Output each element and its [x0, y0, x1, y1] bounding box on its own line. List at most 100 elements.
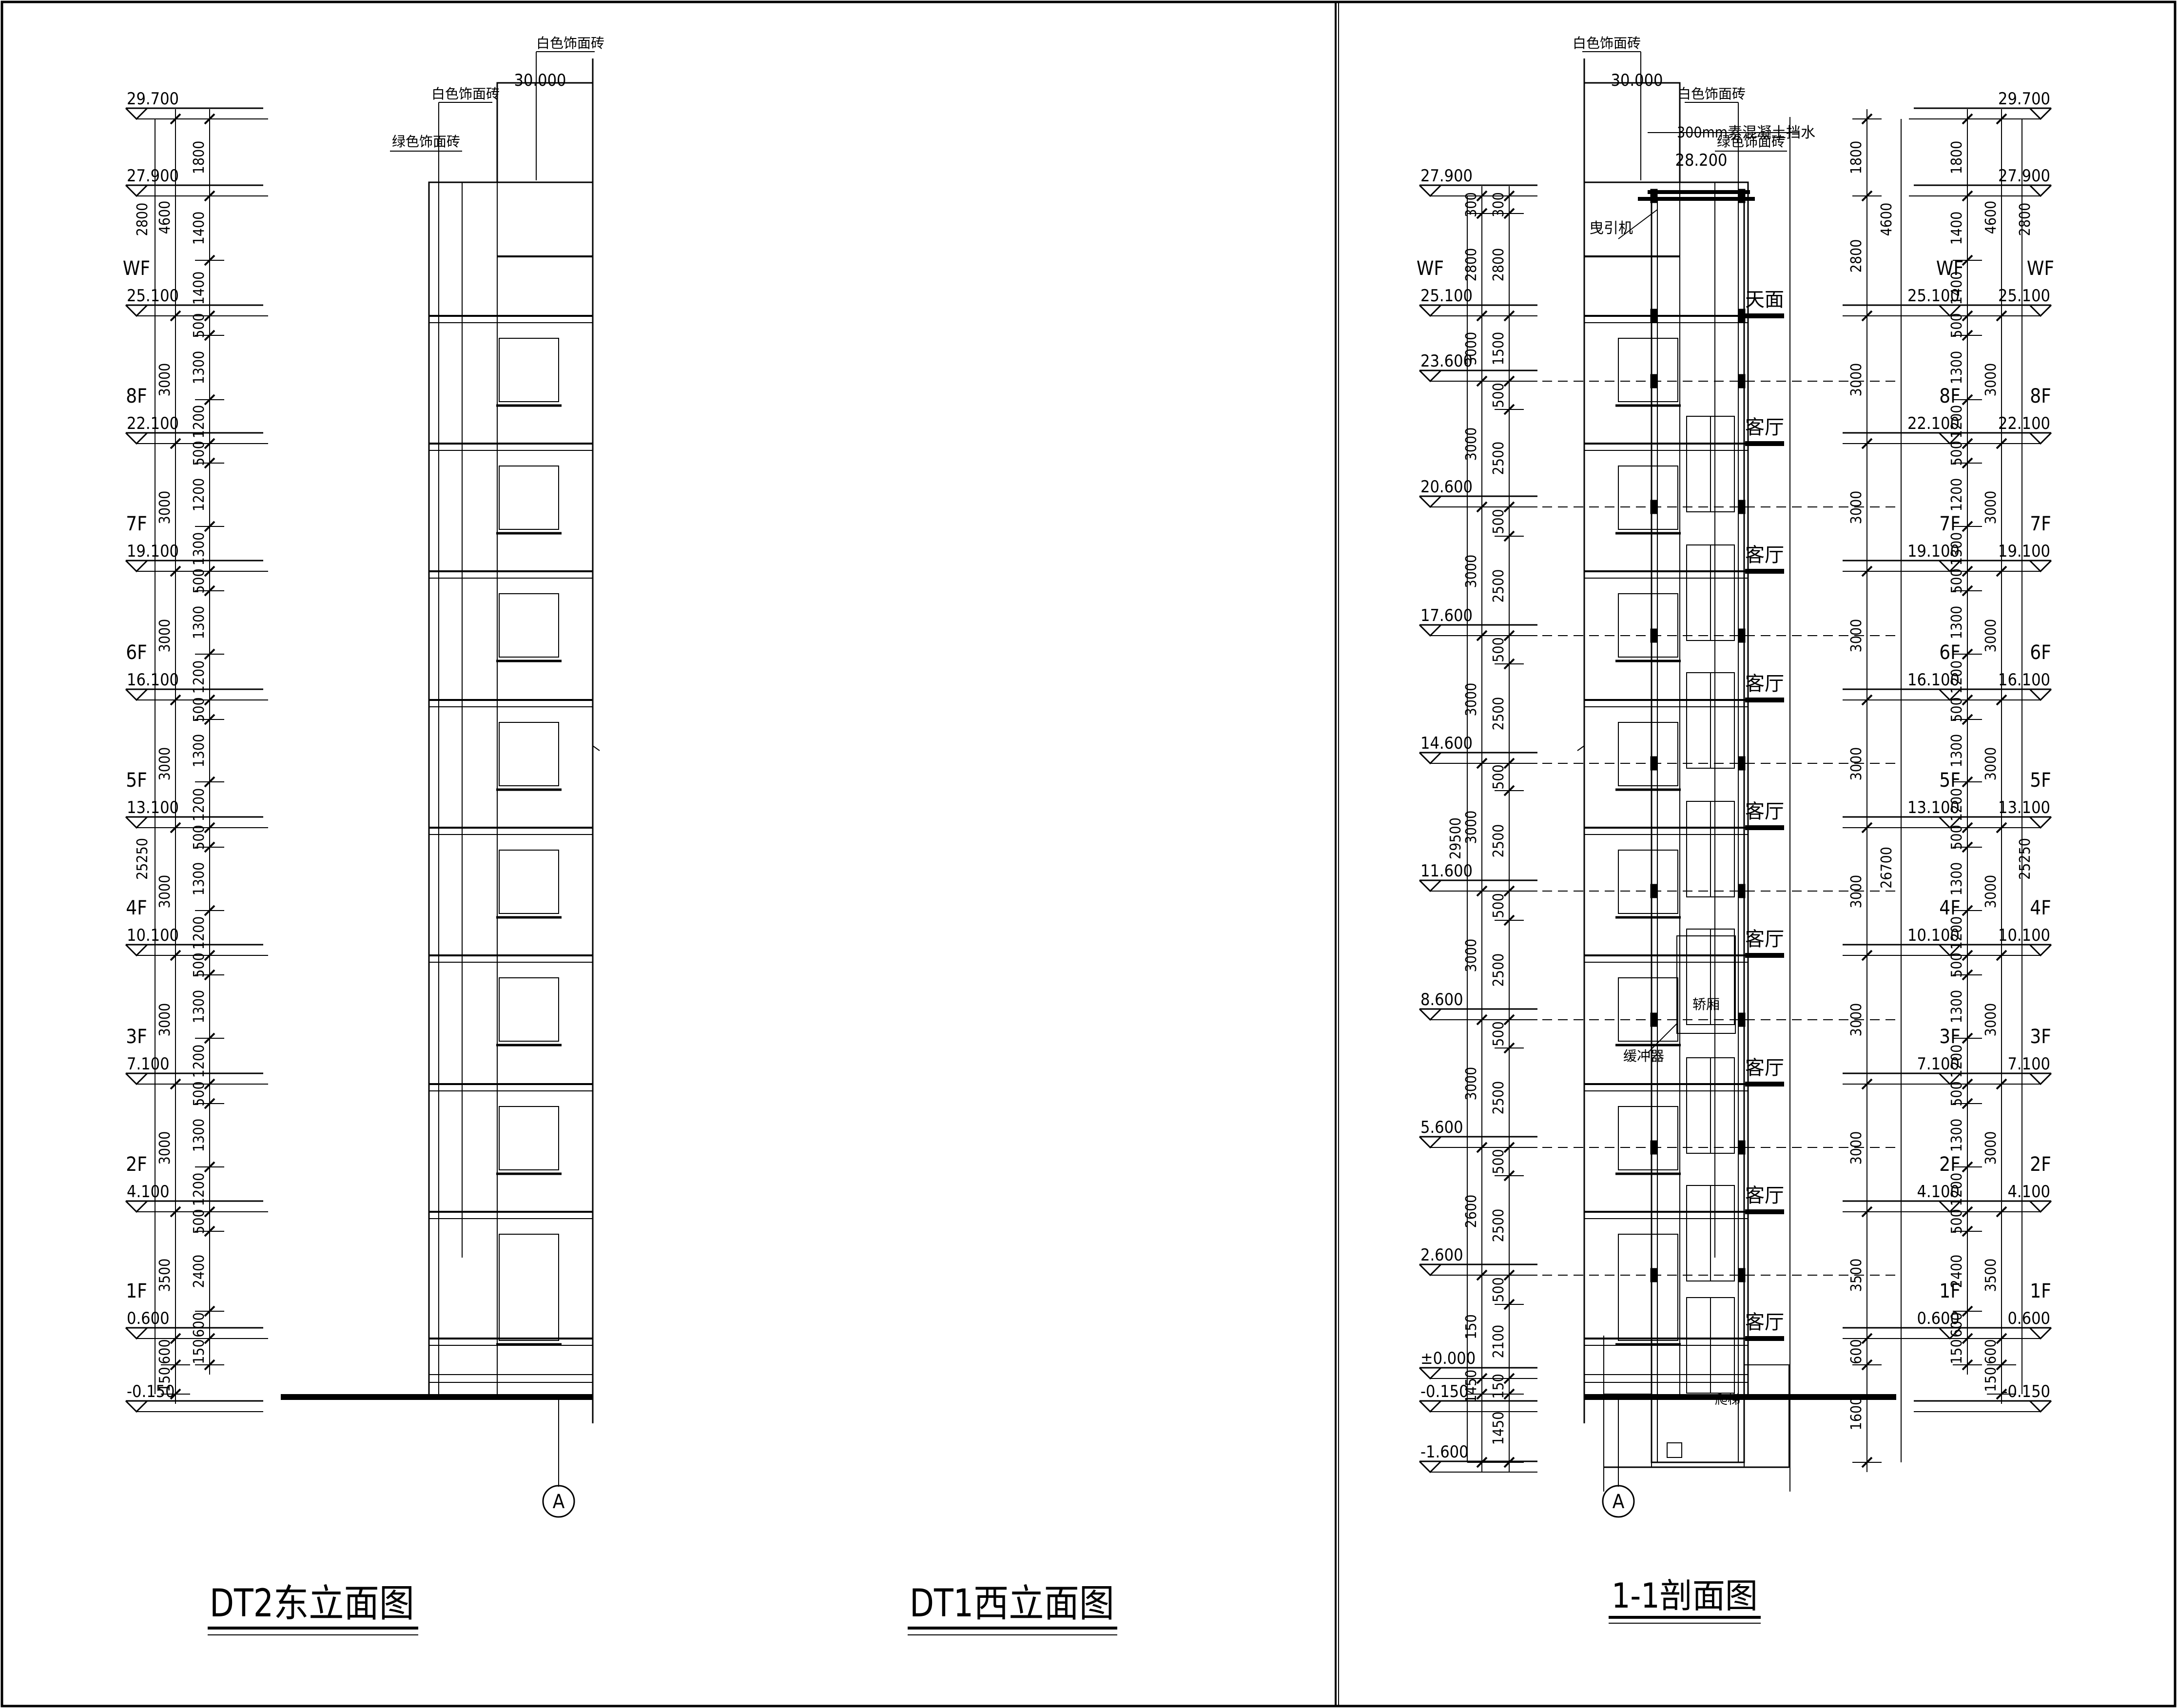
elevation-triangle	[1419, 879, 1442, 893]
floor-label: 2F	[2030, 1153, 2051, 1176]
dim-value: 2400	[191, 1255, 208, 1288]
dim-value: 2500	[1490, 953, 1507, 987]
elevation-value: 4.100	[127, 1182, 170, 1202]
elevation-triangle	[2029, 1327, 2052, 1340]
elevation-marker: 0.600 1F	[1843, 1280, 1962, 1340]
elevation-value: 27.900	[1998, 166, 2050, 186]
elevation-triangle	[1419, 1367, 1442, 1380]
label-living-room: 客厅	[1745, 1057, 1784, 1079]
elevation-marker: -0.150	[1419, 1382, 1537, 1413]
dim-value: 1400	[1948, 212, 1965, 245]
elevation-value: -1.600	[1420, 1442, 1469, 1462]
dim-value: 2800	[1490, 248, 1507, 282]
floor-label: 5F	[126, 769, 147, 792]
window	[499, 593, 559, 658]
elevation-value: 13.100	[1998, 798, 2050, 817]
dim-value: 1200	[1948, 788, 1965, 822]
wall-slab-block	[1738, 756, 1746, 771]
note-white-tile: 白色饰面砖	[431, 86, 500, 102]
dim-value: 1800	[1948, 141, 1965, 175]
label-living-room: 客厅	[1745, 673, 1784, 695]
dim-value: 1200	[1948, 478, 1965, 512]
shaft-inner	[1657, 199, 1739, 1463]
dim-value: 500	[1948, 313, 1965, 338]
dim-value: 2500	[1490, 569, 1507, 603]
elevation-value: 11.600	[1420, 861, 1473, 881]
dim-value: 150	[191, 1339, 208, 1364]
elevation-value: 10.100	[1907, 926, 1960, 945]
window	[1618, 977, 1678, 1042]
elevation-triangle	[125, 1200, 148, 1213]
elevation-value: 22.100	[127, 414, 179, 433]
elevation-marker: 14.600	[1419, 734, 1537, 765]
elevation-value: 0.600	[1917, 1309, 1960, 1328]
dim-value: 3000	[1463, 332, 1480, 366]
dim-value: 500	[1490, 637, 1507, 662]
dim-value: 150	[1983, 1367, 2000, 1392]
dim-value: 3500	[1983, 1259, 2000, 1292]
note-car: 轿厢	[1692, 996, 1720, 1012]
window	[499, 1106, 559, 1170]
elevation-value: ±0.000	[1420, 1349, 1476, 1368]
dim-value: 4600	[1983, 201, 2000, 234]
dim-value: 1800	[1848, 141, 1865, 175]
dim-value: 500	[1948, 441, 1965, 466]
dim-value: 2500	[1490, 1209, 1507, 1242]
dim-value: 3000	[1463, 939, 1480, 972]
dim-value: 2500	[1490, 697, 1507, 731]
dim-value: 500	[191, 313, 208, 338]
dim-value: 1400	[1948, 272, 1965, 305]
dim-value: 1800	[191, 141, 208, 175]
floor-label: 1F	[2030, 1280, 2051, 1302]
elevation-marker: 27.900	[1419, 166, 1537, 197]
elevation-value: -0.150	[2002, 1382, 2050, 1401]
dim-value: 1200	[191, 478, 208, 512]
elevation-value: 23.600	[1420, 351, 1473, 371]
elevation-value: 17.600	[1420, 606, 1473, 625]
floor-label: 4F	[126, 897, 147, 919]
elevation-triangle	[2029, 107, 2052, 120]
dim-value: 3000	[1463, 427, 1480, 461]
break-mark	[1577, 745, 1585, 751]
floor-label: 1F	[1939, 1280, 1961, 1302]
pit-hatch-left	[1603, 1394, 1652, 1468]
elevation-value: 7.100	[1917, 1054, 1960, 1074]
dim-value: 1300	[191, 734, 208, 768]
elevation-value: 10.100	[1998, 926, 2050, 945]
wall-slab-block	[1650, 189, 1658, 203]
elevation-value: 27.900	[1420, 166, 1473, 186]
elevation-triangle	[2029, 304, 2052, 317]
dim-value: 2800	[1848, 239, 1865, 273]
elevation-marker: 2.600	[1419, 1245, 1537, 1277]
elevation-value: 10.100	[127, 926, 179, 945]
floor-label: WF	[2027, 257, 2054, 280]
floor-label: 7F	[126, 513, 147, 535]
elevation-triangle	[125, 184, 148, 197]
dim-value: 500	[191, 697, 208, 722]
parapet-elevation: 30.000	[1611, 71, 1663, 90]
dim-value: 3000	[1983, 363, 2000, 397]
floor-label: 6F	[126, 641, 147, 664]
axis-bubble	[542, 1485, 575, 1518]
elevation-value: 19.100	[1998, 542, 2050, 561]
dim-value: 1200	[1948, 660, 1965, 694]
elevation-triangle	[125, 432, 148, 445]
floor-label: 7F	[2030, 513, 2051, 535]
dim-value: 4600	[156, 201, 174, 234]
elevation-value: 16.100	[1998, 670, 2050, 690]
floor-label: 8F	[2030, 385, 2051, 408]
dim-value: 1400	[191, 212, 208, 245]
elevation-value: 0.600	[2007, 1309, 2050, 1328]
elevation-value: 25.100	[1998, 286, 2050, 306]
elevation-value: 25.100	[1420, 286, 1473, 306]
window	[499, 850, 559, 914]
elevation-triangle	[1419, 1263, 1442, 1277]
dim-value: 1300	[1948, 990, 1965, 1024]
elevation-value: 5.600	[1420, 1118, 1463, 1137]
elevation-triangle	[1419, 184, 1442, 197]
dim-value: 500	[1948, 568, 1965, 594]
